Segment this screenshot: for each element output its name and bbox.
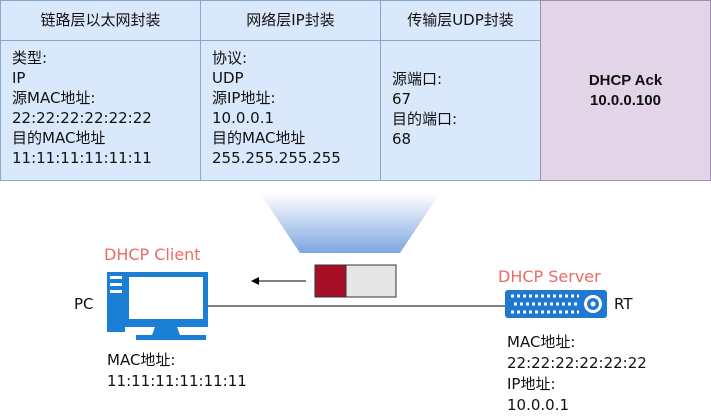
dhcp-ack-title: DHCP Ack xyxy=(588,71,663,89)
dhcp-ack-address: 10.0.0.100 xyxy=(590,91,661,109)
network-layer-fields: 协议: UDP 源IP地址: 10.0.0.1 目的MAC地址 255.255.… xyxy=(200,40,381,181)
desktop-computer-icon xyxy=(107,272,208,340)
network-field-line: 协议: xyxy=(212,49,248,67)
server-mac-label: MAC地址: xyxy=(507,333,576,351)
server-ip-value: 10.0.0.1 xyxy=(507,396,570,414)
server-ip-label: IP地址: xyxy=(507,375,556,393)
link-field-line: 11:11:11:11:11:11 xyxy=(12,149,152,167)
link-field-line: 目的MAC地址 xyxy=(12,129,106,147)
transport-field-line: 67 xyxy=(392,90,412,108)
link-layer-fields: 类型: IP 源MAC地址: 22:22:22:22:22:22 目的MAC地址… xyxy=(0,40,201,181)
link-layer-header: 链路层以太网封装 xyxy=(0,0,201,41)
client-mac-value: 11:11:11:11:11:11 xyxy=(107,372,247,390)
zoom-funnel xyxy=(260,193,440,253)
server-name-label: RT xyxy=(614,295,633,313)
server-role-label: DHCP Server xyxy=(498,267,601,286)
network-field-line: 10.0.0.1 xyxy=(212,109,275,127)
link-field-line: 22:22:22:22:22:22 xyxy=(12,109,152,127)
link-layer-header-text: 链路层以太网封装 xyxy=(40,11,161,29)
transport-field-line: 源端口: xyxy=(392,70,443,88)
transport-layer-header-text: 传输层UDP封装 xyxy=(407,11,514,29)
client-name-label: PC xyxy=(74,295,94,313)
network-field-line: UDP xyxy=(212,69,244,87)
client-mac-label: MAC地址: xyxy=(107,351,176,369)
dhcp-ack-payload: DHCP Ack 10.0.0.100 xyxy=(540,0,711,181)
transport-field-line: 68 xyxy=(392,130,412,148)
packet-icon xyxy=(314,264,397,298)
network-field-line: 目的MAC地址 xyxy=(212,129,306,147)
transport-layer-fields: 源端口: 67 目的端口: 68 xyxy=(380,40,541,181)
transport-field-line: 目的端口: xyxy=(392,110,458,128)
packet-payload-segment xyxy=(345,264,397,298)
packet-header-segment xyxy=(314,264,347,298)
network-field-line: 255.255.255.255 xyxy=(212,149,341,167)
link-field-line: IP xyxy=(12,69,26,87)
link-field-line: 源MAC地址: xyxy=(12,89,96,107)
direction-arrow-icon xyxy=(251,277,306,285)
router-icon xyxy=(505,290,607,318)
network-layer-header-text: 网络层IP封装 xyxy=(246,11,335,29)
client-role-label: DHCP Client xyxy=(104,245,201,264)
link-field-line: 类型: xyxy=(12,49,48,67)
network-field-line: 源IP地址: xyxy=(212,89,276,107)
server-mac-value: 22:22:22:22:22:22 xyxy=(507,354,647,372)
transport-layer-header: 传输层UDP封装 xyxy=(380,0,541,41)
